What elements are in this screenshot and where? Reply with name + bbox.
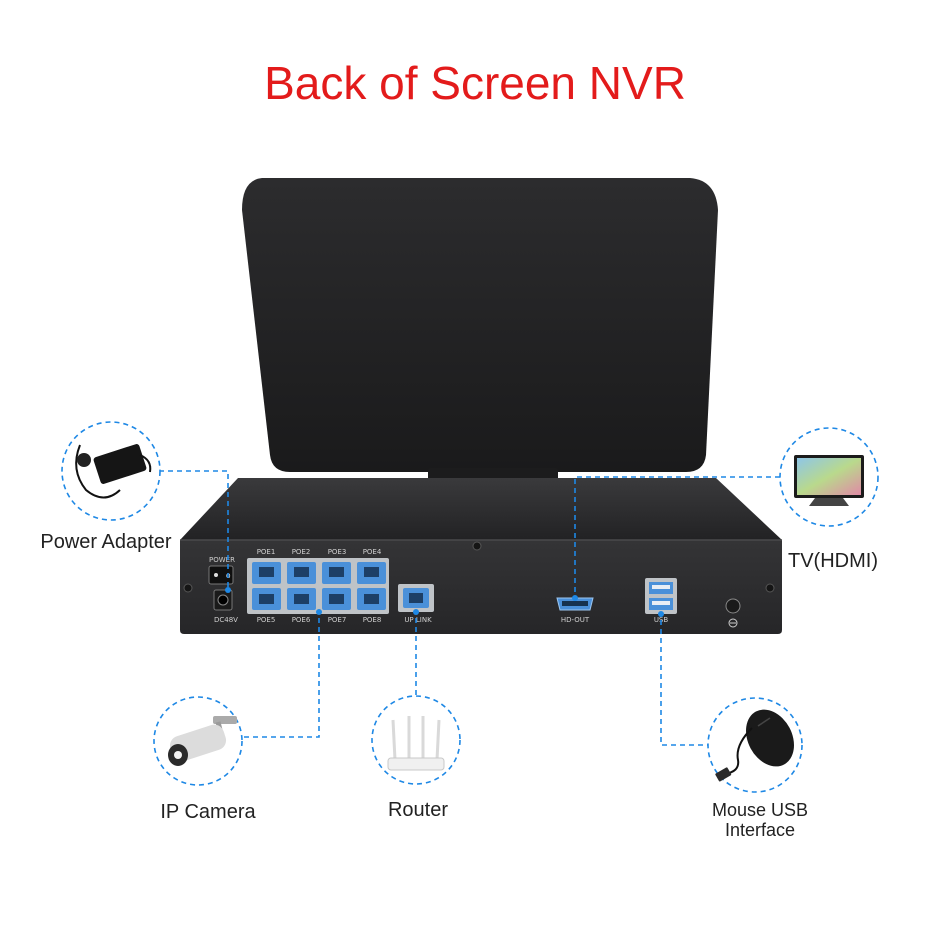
nvr-body-top (180, 478, 782, 540)
nvr-screen-back (242, 178, 718, 472)
screw-icon (183, 583, 193, 593)
mouse-label-line1: Mouse USB (711, 800, 809, 820)
uplink-label: UP LINK (404, 616, 432, 624)
poe6-label: POE6 (292, 616, 311, 624)
poe1-label: POE1 (257, 548, 276, 556)
poe3-label: POE3 (328, 548, 347, 556)
dc-label: DC48V (214, 616, 238, 624)
power-adapter-label: Power Adapter (40, 531, 172, 553)
power-switch-on-icon (214, 573, 218, 577)
poe7-label: POE7 (328, 616, 347, 624)
ground-icon (728, 618, 738, 628)
power-label: POWER (209, 556, 235, 564)
ip-camera-icon (153, 696, 243, 786)
mouse-connector (660, 614, 712, 746)
poe5-label: POE5 (257, 616, 276, 624)
screw-icon (472, 541, 482, 551)
power-connector (150, 470, 229, 590)
ground-screw (725, 598, 741, 614)
tv-label: TV(HDMI) (788, 550, 878, 572)
tv-icon (779, 427, 879, 527)
poe4-label: POE4 (363, 548, 382, 556)
router-icon (371, 695, 461, 785)
screw-icon (765, 583, 775, 593)
poe-ports (252, 562, 386, 610)
poe-block (247, 558, 389, 614)
mouse-label-line2: Interface (724, 820, 796, 840)
ip-camera-label: IP Camera (160, 801, 256, 823)
poe-top-labels: POE1 POE2 POE3 POE4 (257, 548, 382, 556)
mouse-icon (707, 697, 803, 793)
hdout-label: HD-OUT (561, 616, 590, 624)
connector-dots (225, 587, 664, 617)
mouse-label: Mouse USB Interface (680, 800, 840, 840)
poe2-label: POE2 (292, 548, 311, 556)
power-switch[interactable] (208, 565, 234, 585)
poe-bottom-labels: POE5 POE6 POE7 POE8 (257, 616, 382, 624)
router-label: Router (387, 799, 449, 821)
connector-lines (150, 470, 789, 746)
power-adapter-icon (61, 421, 161, 521)
page-title: Back of Screen NVR (264, 57, 686, 109)
camera-connector (235, 612, 320, 738)
poe8-label: POE8 (363, 616, 382, 624)
